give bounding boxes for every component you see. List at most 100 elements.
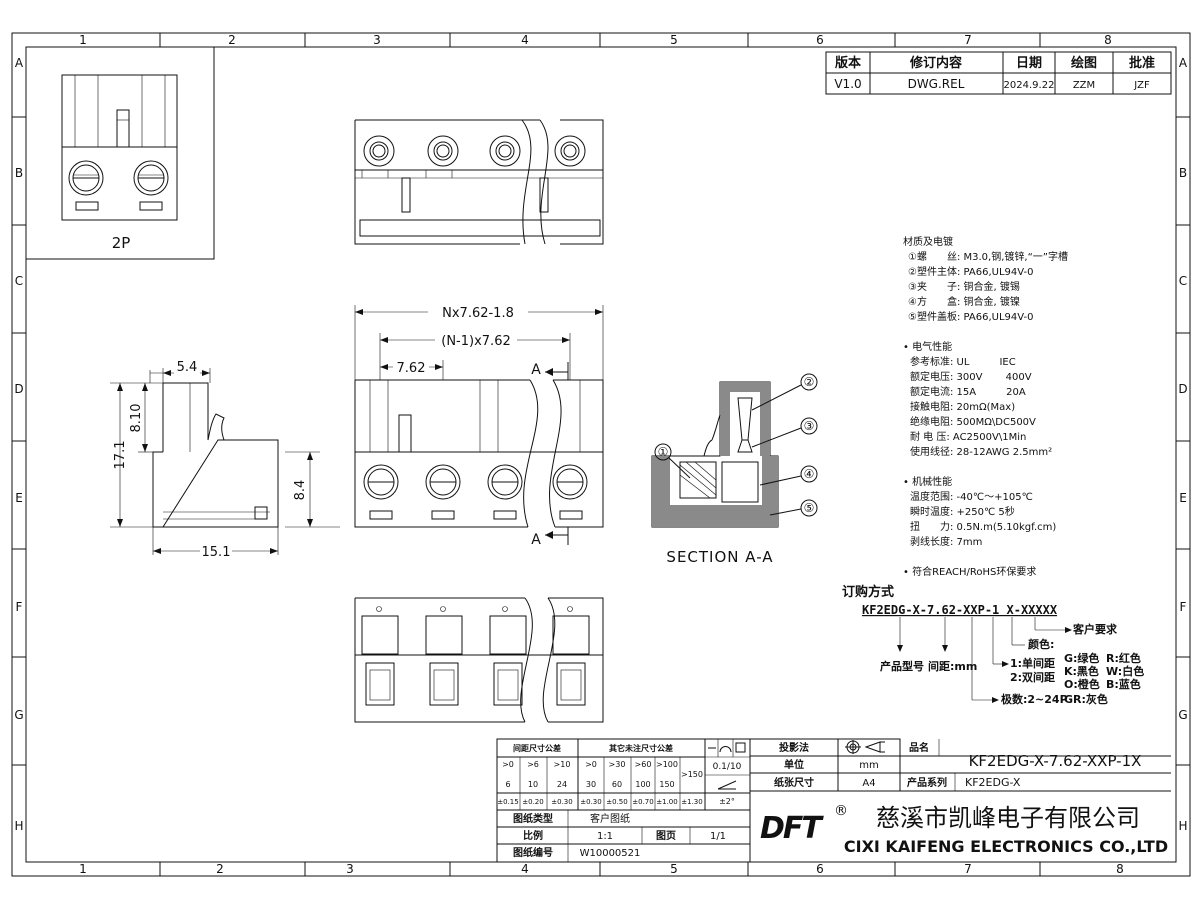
ordering-color: K:黑色: [1064, 664, 1099, 678]
tol-range: 6: [505, 780, 510, 789]
row-label-right: D: [1178, 382, 1187, 396]
ordering-color-title: 颜色:: [1028, 637, 1054, 651]
ordering-code: KF2EDG-X-7.62-XXP-1 X-XXXXX: [862, 603, 1058, 617]
col-label-bottom: 5: [670, 862, 678, 876]
tol-range: >6: [527, 760, 539, 769]
ordering-color: W:白色: [1106, 664, 1144, 678]
electrical-item: 绝缘电阻: 500MΩ\DC500V: [910, 415, 1036, 428]
callout-5: ⑤: [804, 501, 815, 515]
ordering-block: 订购方式 KF2EDG-X-7.62-XXP-1 X-XXXXX 客户要求 颜色…: [842, 584, 1144, 706]
view-2p: 2P: [25, 46, 215, 260]
materials-item: ③夹 子: 铜合金, 镀锡: [908, 280, 1020, 293]
ordering-color: O:橙色: [1064, 677, 1100, 691]
rev-value: ZZM: [1073, 80, 1095, 91]
tol-symbols: [708, 742, 746, 790]
bottom-view: [354, 597, 604, 723]
row-label-left: A: [15, 56, 24, 70]
tol-range: 24: [557, 780, 567, 789]
tol-range: 10: [528, 780, 538, 789]
row-label-left: B: [15, 166, 23, 180]
tol-value: ±0.15: [497, 798, 518, 806]
ordering-model-label: 产品型号: [880, 659, 924, 673]
section-marker-top: A: [531, 362, 541, 378]
tol-over: >150: [681, 770, 703, 779]
registered-mark: ®: [834, 803, 848, 819]
number-label: 图纸编号: [513, 846, 553, 859]
col-label-top: 2: [228, 33, 236, 47]
ordering-spacing: 1:单间距: [1010, 656, 1055, 670]
ordering-poles: 极数:2~24P: [1001, 692, 1068, 706]
col-label-top: 8: [1104, 33, 1112, 47]
zone-labels: 1 2 3 4 5 6 7 8 1 2 3 4 5 6 7 8 A B C D …: [14, 33, 1188, 876]
tol-range: >30: [609, 760, 626, 769]
materials-item: ②塑件主体: PA66,UL94V-0: [908, 266, 1034, 278]
electrical-item: 额定电流: 15A 20A: [910, 385, 1026, 398]
tol-other-title: 其它未注尺寸公差: [609, 743, 673, 753]
dim-pitch-span: (N-1)x7.62: [441, 334, 510, 349]
tol-range: 30: [586, 780, 596, 789]
dim-front-height: 8.4: [293, 480, 308, 501]
dim-pitch: 7.62: [397, 361, 426, 376]
mechanical-item: 扭 力: 0.5N.m(5.10kgf.cm): [910, 520, 1056, 533]
row-label-right: B: [1179, 166, 1187, 180]
tol-range: >60: [635, 760, 652, 769]
col-label-bottom: 6: [816, 862, 824, 876]
dim-overall: Nx7.62-1.8: [442, 306, 514, 321]
row-label-right: G: [1178, 708, 1187, 722]
unit-label: 单位: [784, 758, 804, 771]
rev-header: 绘图: [1071, 55, 1097, 71]
callout-2: ②: [804, 375, 815, 389]
tol-range: 60: [612, 780, 622, 789]
rev-value: DWG.REL: [908, 77, 965, 91]
mechanical-item: 温度范围: -40℃～+105℃: [910, 490, 1033, 503]
electrical-item: 使用线径: 28-12AWG 2.5mm²: [910, 445, 1052, 458]
tol-value: ±1.00: [656, 798, 677, 806]
row-label-right: E: [1179, 491, 1187, 505]
side-view: 5.4 8.10 17.1 15.1: [110, 360, 279, 560]
pins-label: 2P: [112, 234, 131, 252]
row-label-left: D: [14, 382, 23, 396]
dim-side-depth: 15.1: [202, 545, 231, 560]
tol-value: ±0.70: [632, 798, 653, 806]
scale-value: 1:1: [597, 831, 613, 842]
projection-label: 投影法: [779, 741, 809, 754]
revision-table: 版本 修订内容 日期 绘图 批准 V1.0 DWG.REL 2024.9.22 …: [825, 51, 1172, 95]
page-value: 1/1: [710, 831, 726, 842]
section-title: SECTION A-A: [666, 548, 773, 566]
row-label-left: E: [15, 491, 23, 505]
tol-range: >0: [502, 760, 514, 769]
title-block: 间距尺寸公差 其它未注尺寸公差 >0 >6 >10 >0 >30 >60 >10…: [496, 738, 1171, 863]
mechanical-item: 瞬时温度: +250℃ 5秒: [910, 505, 1015, 518]
ordering-color: GR:灰色: [1064, 692, 1108, 706]
top-view: [354, 119, 604, 245]
dim-side-top: 5.4: [177, 360, 198, 375]
rev-value: 2024.9.22: [1004, 80, 1055, 91]
tol-range: 150: [659, 780, 674, 789]
materials-item: ④方 盒: 铜合金, 镀镍: [908, 295, 1020, 308]
company-name-cn: 慈溪市凯峰电子有限公司: [876, 804, 1140, 832]
tol-value: ±0.30: [580, 798, 601, 806]
col-label-top: 6: [816, 33, 824, 47]
electrical-item: 接触电阻: 20mΩ(Max): [910, 400, 1015, 413]
outer-frame: [11, 32, 1191, 877]
paper-label: 纸张尺寸: [774, 776, 814, 789]
row-label-right: H: [1178, 819, 1187, 833]
row-label-right: C: [1179, 274, 1187, 288]
electrical-item: 参考标准: UL IEC: [910, 355, 1016, 368]
scale-label: 比例: [523, 829, 543, 842]
mechanical-item: 剥线长度: 7mm: [910, 535, 982, 548]
tol-pitch-title: 间距尺寸公差: [513, 743, 561, 753]
col-label-bottom: 2: [216, 862, 224, 876]
row-label-left: C: [15, 274, 23, 288]
section-marker-bottom: A: [531, 532, 541, 548]
compliance-note: • 符合REACH/RoHS环保要求: [903, 565, 1036, 578]
rev-header: 修订内容: [909, 55, 962, 71]
tol-angle: ±2°: [719, 797, 735, 806]
tol-value: ±0.30: [551, 798, 572, 806]
dim-side-height: 17.1: [113, 441, 128, 470]
product-series: KF2EDG-X: [965, 776, 1021, 789]
name-label: 品名: [909, 741, 929, 754]
tol-value: ±0.20: [522, 798, 543, 806]
tol-range: 100: [635, 780, 650, 789]
ordering-color: R:红色: [1106, 651, 1141, 665]
